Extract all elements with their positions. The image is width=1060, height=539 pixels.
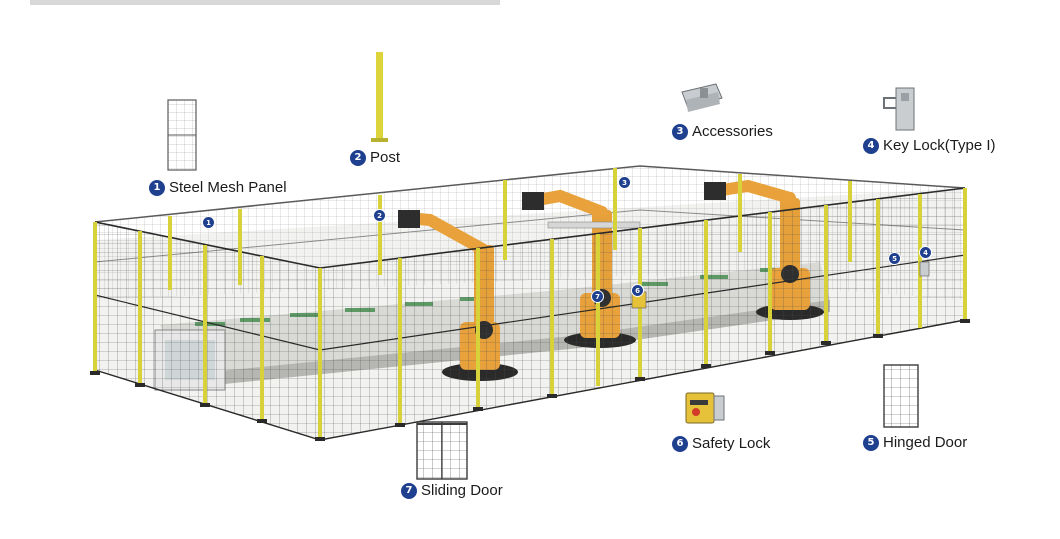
callout-hinged-door: 5 Hinged Door: [863, 434, 967, 451]
cropped-header-strip: [30, 0, 500, 5]
callout-post: 2 Post: [350, 149, 400, 166]
number-badge: 2: [350, 149, 366, 166]
callout-label: Safety Lock: [692, 435, 771, 452]
yellow-post-icon: [371, 52, 388, 142]
fence-marker-4: 4: [919, 246, 932, 259]
post-feet: [90, 319, 970, 441]
fence-marker-7: 7: [591, 290, 604, 303]
sliding-door-icon: [416, 421, 468, 480]
number-badge: 5: [863, 434, 879, 451]
callout-key-lock: 4 Key Lock(Type I): [863, 137, 996, 154]
key-lock-icon: [883, 87, 915, 131]
callout-label: Accessories: [692, 123, 773, 140]
fence-marker-3: 3: [618, 176, 631, 189]
fence-marker-6: 6: [631, 284, 644, 297]
callout-label: Post: [370, 149, 401, 166]
fence-marker-5: 5: [888, 252, 901, 265]
number-badge: 1: [149, 179, 165, 196]
callout-steel-mesh-panel: 1 Steel Mesh Panel: [149, 179, 287, 196]
sliding-door-track: [547, 221, 641, 229]
number-badge: 7: [401, 482, 417, 499]
callout-accessories: 3 Accessories: [672, 123, 773, 140]
callout-label: Key Lock(Type I): [883, 137, 996, 154]
bracket-accessory-icon: [681, 83, 723, 112]
number-badge: 6: [672, 435, 688, 452]
fence-posts: [93, 168, 967, 438]
callout-label: Hinged Door: [883, 434, 968, 451]
fence-marker-2: 2: [373, 209, 386, 222]
callout-label: Steel Mesh Panel: [169, 179, 287, 196]
number-badge: 4: [863, 137, 879, 154]
fence-key-lock: [919, 261, 930, 277]
callout-label: Sliding Door: [421, 482, 503, 499]
fence-marker-1: 1: [202, 216, 215, 229]
safety-lock-icon: [685, 392, 725, 424]
steel-mesh-panel-icon: [167, 99, 197, 171]
number-badge: 3: [672, 123, 688, 140]
callout-safety-lock: 6 Safety Lock: [672, 435, 770, 452]
hinged-door-icon: [883, 364, 919, 428]
callout-sliding-door: 7 Sliding Door: [401, 482, 503, 499]
